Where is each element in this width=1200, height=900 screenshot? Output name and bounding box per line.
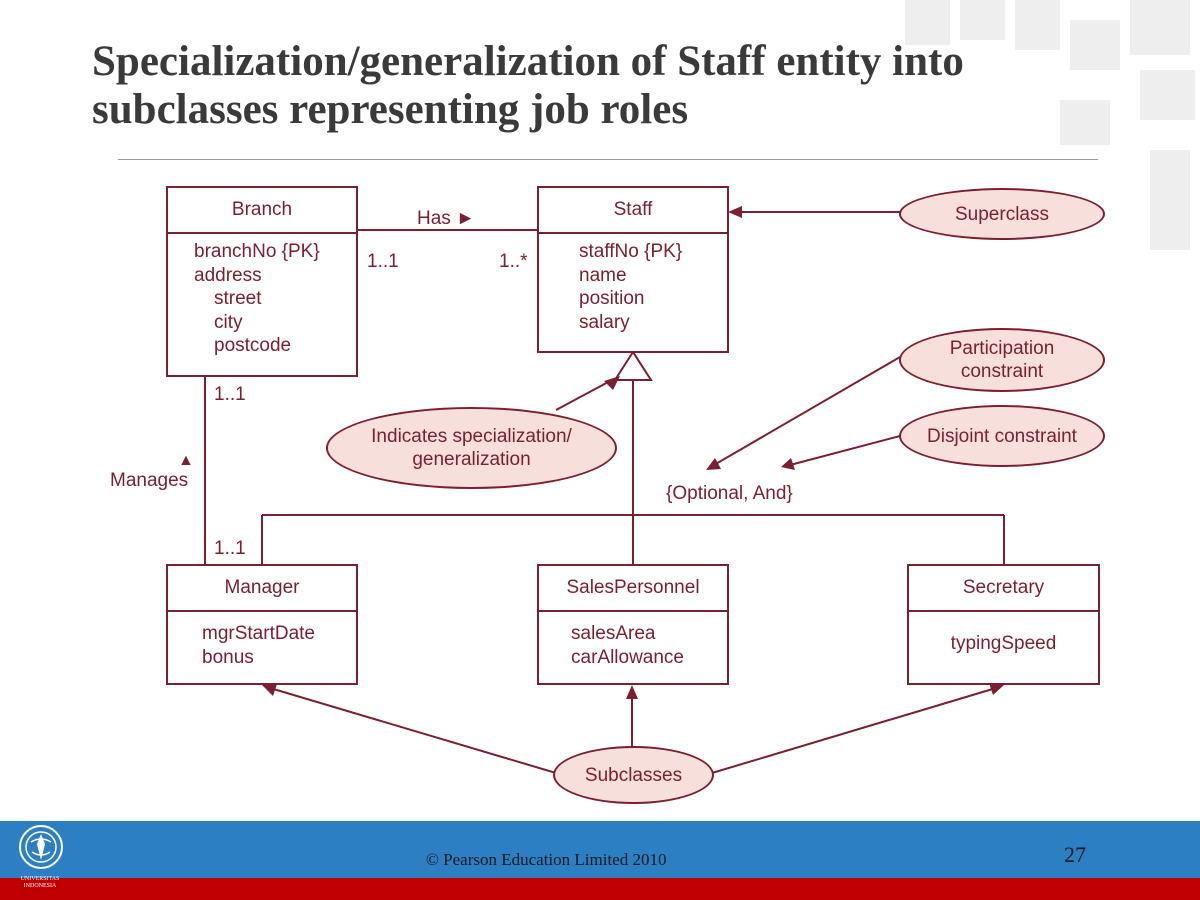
callout-specialization: Indicates specialization/ generalization — [326, 407, 617, 489]
manages-label: Manages — [110, 470, 189, 491]
attribute: carAllowance — [571, 646, 684, 668]
footer-bar — [0, 821, 1200, 878]
decorative-square — [905, 0, 950, 45]
multiplicity-branch-has: 1..1 — [367, 251, 399, 272]
arrowhead-icon — [728, 206, 742, 218]
entity-salespersonnel: SalesPersonnel salesArea carAllowance — [537, 564, 729, 685]
attribute-list: salesArea carAllowance — [539, 612, 727, 669]
attribute: street — [214, 288, 262, 309]
decorative-square — [1060, 100, 1110, 145]
multiplicity-manager-manages: 1..1 — [214, 538, 246, 559]
attribute-list: mgrStartDate bonus — [168, 612, 356, 669]
decorative-square — [1140, 70, 1195, 120]
entity-secretary: Secretary typingSpeed — [907, 564, 1100, 685]
attribute-list: staffNo {PK} name position salary — [539, 234, 727, 334]
entity-branch: Branch branchNo {PK} address street city… — [166, 186, 358, 377]
arrowhead-icon — [989, 683, 1004, 695]
attribute: salary — [579, 311, 630, 333]
attribute-list: typingSpeed — [909, 612, 1098, 656]
arrowhead-icon — [706, 458, 721, 470]
entity-name: SalesPersonnel — [539, 566, 727, 612]
entity-staff: Staff staffNo {PK} name position salary — [537, 186, 729, 353]
attribute: position — [579, 288, 645, 309]
attribute: typingSpeed — [950, 633, 1057, 654]
decorative-square — [1130, 0, 1190, 55]
attribute: postcode — [214, 335, 292, 356]
attribute: bonus — [202, 646, 254, 668]
decorative-square — [960, 0, 1005, 40]
attribute: salesArea — [571, 623, 656, 644]
attribute: city — [214, 311, 243, 333]
callout-subclasses: Subclasses — [553, 746, 714, 804]
arrowhead-icon — [626, 685, 638, 699]
disjoint-pointer — [789, 435, 901, 466]
attribute-list: branchNo {PK} address street city postco… — [168, 234, 356, 358]
entity-name: Branch — [168, 188, 356, 234]
logo-text: UNIVERSITAS INDONESIA — [20, 876, 60, 889]
attribute: staffNo {PK} — [579, 241, 683, 262]
callout-disjoint-constraint: Disjoint constraint — [899, 405, 1105, 467]
university-logo-icon — [19, 825, 63, 869]
arrowhead-icon — [262, 684, 277, 696]
subclasses-pointer-secretary — [711, 687, 997, 774]
has-label: Has ► — [417, 208, 475, 229]
copyright-footer: © Pearson Education Limited 2010 — [426, 850, 667, 869]
entity-name: Secretary — [909, 566, 1098, 612]
decorative-square — [1150, 150, 1190, 250]
constraint-label: {Optional, And} — [666, 483, 793, 504]
subclasses-pointer-manager — [269, 687, 557, 774]
manages-arrow-icon: ▲ — [178, 452, 194, 469]
attribute: branchNo {PK} — [194, 241, 320, 262]
callout-superclass: Superclass — [899, 188, 1105, 240]
decorative-square — [1015, 0, 1060, 50]
arrowhead-icon — [781, 458, 795, 470]
multiplicity-branch-manages: 1..1 — [214, 384, 246, 405]
attribute: name — [579, 264, 627, 286]
arrowhead-icon — [604, 376, 620, 390]
decorative-square — [1070, 20, 1120, 70]
attribute: address — [194, 264, 262, 286]
callout-participation-constraint: Participation constraint — [899, 328, 1105, 392]
page-number: 27 — [1064, 842, 1086, 867]
footer-stripe — [0, 878, 1200, 900]
participation-pointer — [713, 356, 901, 466]
multiplicity-staff-has: 1..* — [499, 251, 528, 272]
specialization-pointer — [555, 379, 613, 411]
entity-name: Staff — [539, 188, 727, 234]
slide-title: Specialization/generalization of Staff e… — [92, 38, 964, 133]
attribute: mgrStartDate — [202, 623, 315, 644]
generalization-triangle-icon — [613, 350, 653, 381]
entity-manager: Manager mgrStartDate bonus — [166, 564, 358, 685]
title-divider — [118, 159, 1098, 160]
entity-name: Manager — [168, 566, 356, 612]
